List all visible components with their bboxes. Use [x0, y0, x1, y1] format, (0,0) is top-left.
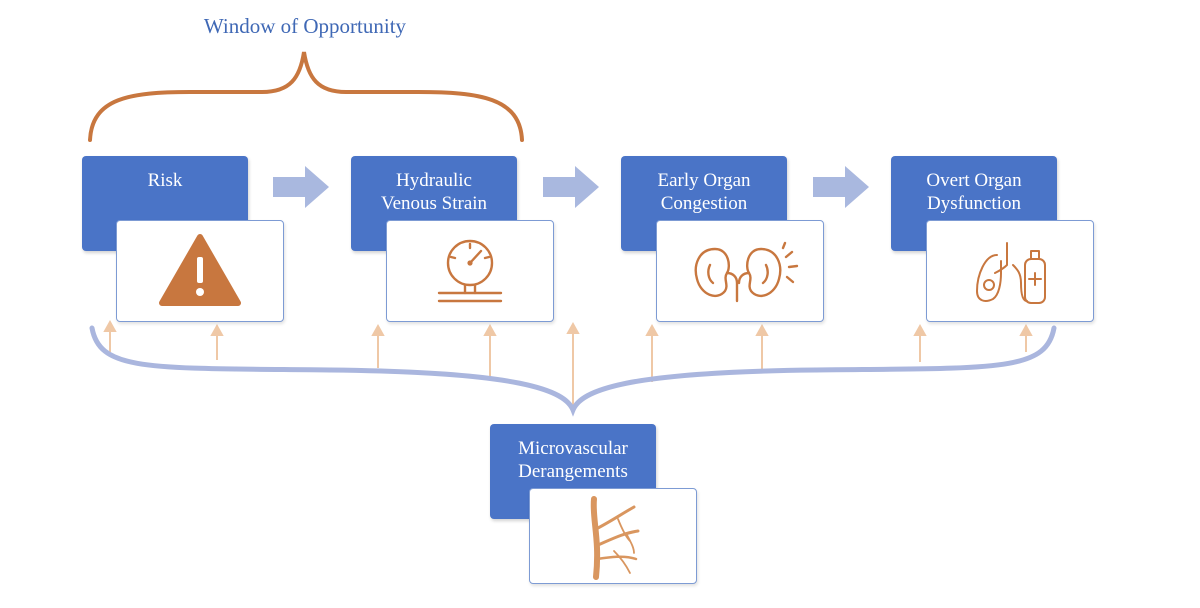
microvascular-influence-arrows [103, 319, 1033, 410]
pressure-gauge-icon [437, 239, 503, 303]
warning-icon [159, 234, 241, 306]
flow-arrow-3 [813, 166, 869, 208]
flow-arrow-2 [543, 166, 599, 208]
blood-vessel-icon [590, 496, 640, 580]
microvascular-icon-card [529, 488, 697, 584]
flow-arrow-1 [273, 166, 329, 208]
stage-risk-icon-card [116, 220, 284, 322]
stage-overt-organ-label: Overt Organ Dysfunction [926, 170, 1022, 214]
window-of-opportunity-label: Window of Opportunity [203, 14, 407, 38]
stage-hydraulic-label: Hydraulic Venous Strain [380, 170, 488, 214]
stage-hydraulic-icon-card [386, 220, 554, 322]
lungs-oxygen-icon [976, 242, 1046, 304]
stage-early-organ-icon-card [656, 220, 824, 322]
microvascular-bracket [89, 325, 1057, 417]
microvascular-label: Microvascular Derangements [518, 438, 628, 482]
window-brace [88, 51, 524, 142]
stage-early-organ-label: Early Organ Congestion [657, 170, 751, 214]
stage-overt-organ-icon-card [926, 220, 1094, 322]
stage-risk-label: Risk [147, 170, 183, 191]
kidneys-icon [694, 241, 799, 303]
